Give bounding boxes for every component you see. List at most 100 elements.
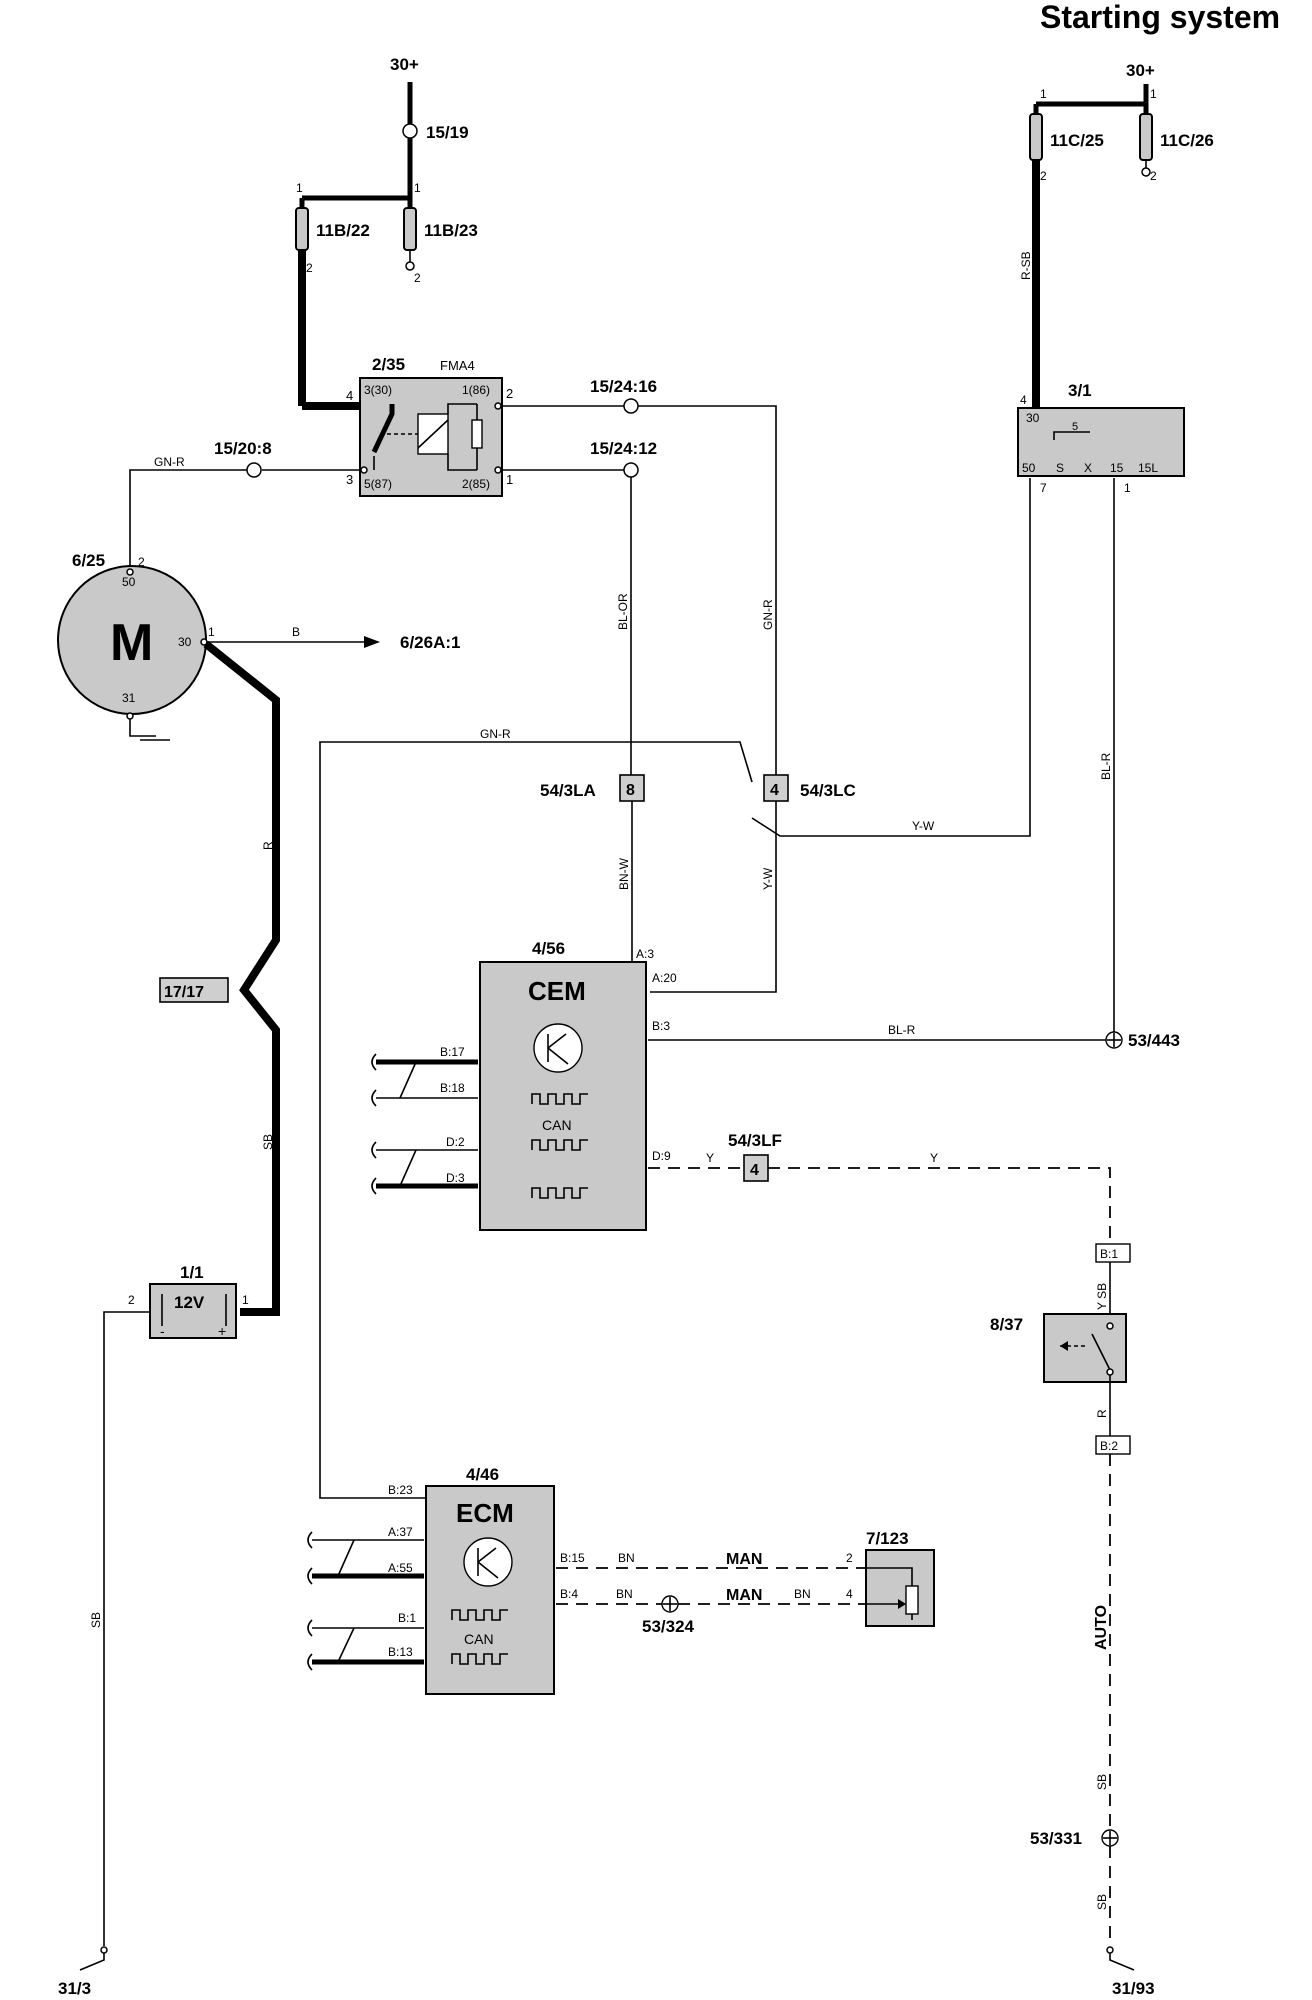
battery-id: 1/1 — [180, 1263, 204, 1282]
battery-plus: + — [218, 1323, 226, 1339]
connector-54-3lc: 54/3LC — [800, 781, 856, 800]
switch-pin-50: 50 — [1022, 461, 1036, 475]
cem-pin: B:18 — [440, 1081, 465, 1095]
transistor-icon-emitter — [477, 1561, 499, 1579]
wire-battery-ground — [103, 1311, 150, 1946]
wire-color: R-SB — [1019, 251, 1033, 280]
connector-pin: 8 — [626, 782, 635, 799]
wire-color: Y-W — [912, 819, 935, 833]
connector-pin: 4 — [750, 1162, 759, 1179]
pin-1: 1 — [208, 625, 215, 639]
wire-color: SB — [1095, 1894, 1109, 1910]
cem-pin: B:3 — [652, 1019, 670, 1033]
auto-label: AUTO — [1093, 1605, 1110, 1650]
ecm-pin: B:15 — [560, 1551, 585, 1565]
wire-break — [371, 1053, 377, 1195]
ecm-can: CAN — [464, 1631, 494, 1647]
cem-pin: A:20 — [652, 971, 677, 985]
pin-2: 2 — [138, 555, 145, 569]
cem-name: CEM — [528, 976, 586, 1006]
fuse-11b22-label: 11B/22 — [316, 221, 370, 240]
pin-1: 1 — [1040, 87, 1047, 101]
pin-1: 1 — [414, 181, 421, 195]
terminal — [126, 568, 134, 576]
pin-2: 2 — [128, 1293, 135, 1307]
pin-2: 2 — [506, 386, 513, 401]
wire-color: GN-R — [154, 455, 185, 469]
waveform-icon — [451, 1609, 508, 1621]
waveform-icon — [531, 1093, 588, 1105]
pin-2: 2 — [306, 261, 313, 275]
wire-color: BL-R — [888, 1023, 916, 1037]
terminal — [126, 712, 134, 720]
waveform-icon — [451, 1653, 508, 1665]
pin-b1 — [1095, 1243, 1131, 1263]
relay-pin-86: 1(86) — [462, 383, 490, 397]
switch-pin-x: X — [1084, 461, 1092, 475]
wire-color: Y — [930, 1151, 938, 1165]
starter-pin-31: 31 — [122, 691, 136, 705]
fuse-11c26 — [1139, 113, 1153, 161]
arrow-icon — [364, 636, 380, 648]
wire-color: Y — [706, 1151, 714, 1165]
ecm-id: 4/46 — [466, 1465, 499, 1484]
sensor-7-123 — [865, 1549, 935, 1627]
switch-blade — [1091, 1333, 1111, 1371]
page-title: Starting system — [1040, 0, 1280, 35]
ground-symbol — [79, 1953, 105, 1971]
splice-15-20-8 — [246, 462, 262, 478]
terminal — [360, 466, 368, 474]
splice-15-24-16 — [623, 398, 639, 414]
ecm-name: ECM — [456, 1498, 514, 1528]
gear-switch-id: 8/37 — [990, 1315, 1023, 1334]
wire-battery-cable — [203, 640, 280, 1316]
terminal — [405, 261, 415, 271]
splice-15-24-12-label: 15/24:12 — [590, 439, 657, 458]
fuse-11c25 — [1029, 113, 1043, 161]
wire-color: BN — [616, 1587, 633, 1601]
ecm-module — [425, 1485, 555, 1695]
ignition-switch — [1017, 407, 1185, 477]
fuse-11c25-label: 11C/25 — [1050, 131, 1104, 150]
twisted-pair — [399, 1061, 417, 1099]
connector-17-17 — [159, 977, 229, 1003]
ground-symbol — [1109, 1953, 1135, 1971]
waveform-icon — [531, 1139, 588, 1151]
cem-pin: D:3 — [446, 1171, 465, 1185]
starter-id: 6/25 — [72, 551, 105, 570]
wire-y-w-cem — [650, 801, 777, 993]
wire-color: SB — [89, 1612, 103, 1628]
relay-pin-85: 2(85) — [462, 477, 490, 491]
connector-54-3lf: 54/3LF — [728, 1131, 782, 1150]
transistor-icon-collector — [477, 1547, 497, 1563]
ground-31-93: 31/93 — [1112, 1979, 1155, 1998]
relay-wire — [447, 454, 477, 471]
transistor-icon-emitter — [547, 1047, 569, 1065]
pin-1: 1 — [506, 472, 513, 487]
wire-color: B — [292, 625, 300, 639]
pin-3: 3 — [346, 472, 353, 487]
battery-voltage: 12V — [174, 1293, 205, 1312]
ecm-pin: A:55 — [388, 1561, 413, 1575]
starter-pin-30: 30 — [178, 635, 192, 649]
gear-switch-pin: B:2 — [1100, 1439, 1118, 1453]
pin-2: 2 — [846, 1551, 853, 1565]
fuse-11b23-label: 11B/23 — [424, 221, 478, 240]
gear-switch-pin: B:1 — [1100, 1247, 1118, 1261]
pin-2: 2 — [1150, 169, 1157, 183]
waveform-icon — [531, 1187, 588, 1199]
transistor-icon — [533, 1023, 583, 1073]
switch-pin-15l: 15L — [1138, 461, 1158, 475]
splice-53-331-label: 53/331 — [1030, 1829, 1082, 1848]
cem-pin: A:3 — [636, 947, 654, 961]
battery — [149, 1283, 237, 1339]
man-label-1: MAN — [726, 1551, 762, 1568]
switch-pin-s: S — [1056, 461, 1064, 475]
fuse-11c26-label: 11C/26 — [1160, 131, 1214, 150]
fuse-11b22 — [295, 207, 309, 251]
wire-color: Y SB — [1095, 1283, 1109, 1310]
wire-color: BN — [794, 1587, 811, 1601]
terminal — [494, 466, 502, 474]
starter-output-ref: 6/26A:1 — [400, 633, 460, 652]
terminal — [1106, 1946, 1114, 1954]
